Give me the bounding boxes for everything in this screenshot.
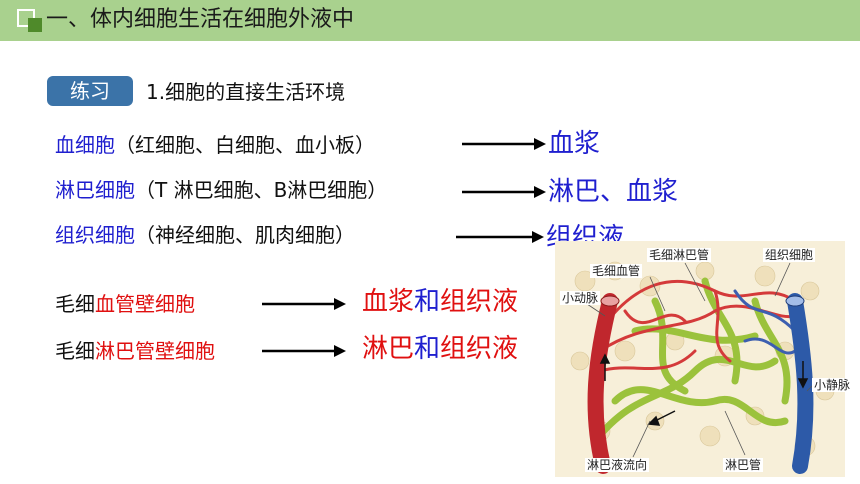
section-title: 一、体内细胞生活在细胞外液中 [46,7,355,32]
cell-detail: （神经细胞、肌肉细胞） [135,223,355,247]
arrow-icon [262,298,346,310]
capillary-diagram: 毛细淋巴管 组织细胞 毛细血管 小动脉 小静脉 淋巴液流向 淋巴管 [555,241,853,477]
exercise-tag: 练习 [47,76,133,106]
cell-row-tissue: 组织细胞（神经细胞、肌肉细胞） [55,221,355,249]
result-part: 和 [414,287,441,317]
exercise-subtitle: 1.细胞的直接生活环境 [146,80,346,104]
arrow-icon [462,138,546,150]
cell-name: 组织细胞 [55,223,135,247]
label-lymph-flow: 淋巴液流向 [585,458,650,472]
result-plasma-tissue: 血浆和组织液 [362,286,518,318]
arrow-icon [462,186,546,198]
result-part: 和 [414,334,441,364]
cell-name: 血管壁细胞 [95,292,195,316]
arrow-icon [456,231,544,243]
result-part: 组织液 [440,287,519,317]
capillary-wall-row: 毛细血管壁细胞 [55,290,195,318]
label-lymph-vessel: 淋巴管 [723,458,764,472]
arrow-icon [262,345,346,357]
cell-detail: （红细胞、白细胞、血小板） [115,133,375,157]
cell-name: 血细胞 [55,133,115,157]
result-part: 组织液 [440,334,519,364]
result-lymph-plasma: 淋巴、血浆 [548,177,679,207]
cell-detail: （T 淋巴细胞、B淋巴细胞） [135,178,388,202]
capillary-diagram-drawing [555,241,845,477]
result-plasma: 血浆 [548,129,601,159]
filled-square-icon [28,18,42,32]
lymph-capillary-wall-row: 毛细淋巴管壁细胞 [55,337,215,365]
cell-prefix: 毛细 [55,292,95,316]
cell-prefix: 毛细 [55,339,95,363]
cell-name: 淋巴管壁细胞 [95,339,215,363]
cell-name: 淋巴细胞 [55,178,135,202]
cell-row-blood: 血细胞（红细胞、白细胞、血小板） [55,131,375,159]
section-header: 一、体内细胞生活在细胞外液中 [0,0,860,41]
result-lymph-tissue: 淋巴和组织液 [362,333,518,365]
label-blood-capillary: 毛细血管 [590,264,643,278]
label-tissue-cell: 组织细胞 [763,248,816,262]
label-venule: 小静脉 [812,378,853,392]
label-lymph-capillary: 毛细淋巴管 [647,248,712,262]
cell-row-lymphocyte: 淋巴细胞（T 淋巴细胞、B淋巴细胞） [55,176,387,204]
result-part: 淋巴 [362,334,415,364]
label-arteriole: 小动脉 [560,291,601,305]
result-part: 血浆 [362,287,415,317]
